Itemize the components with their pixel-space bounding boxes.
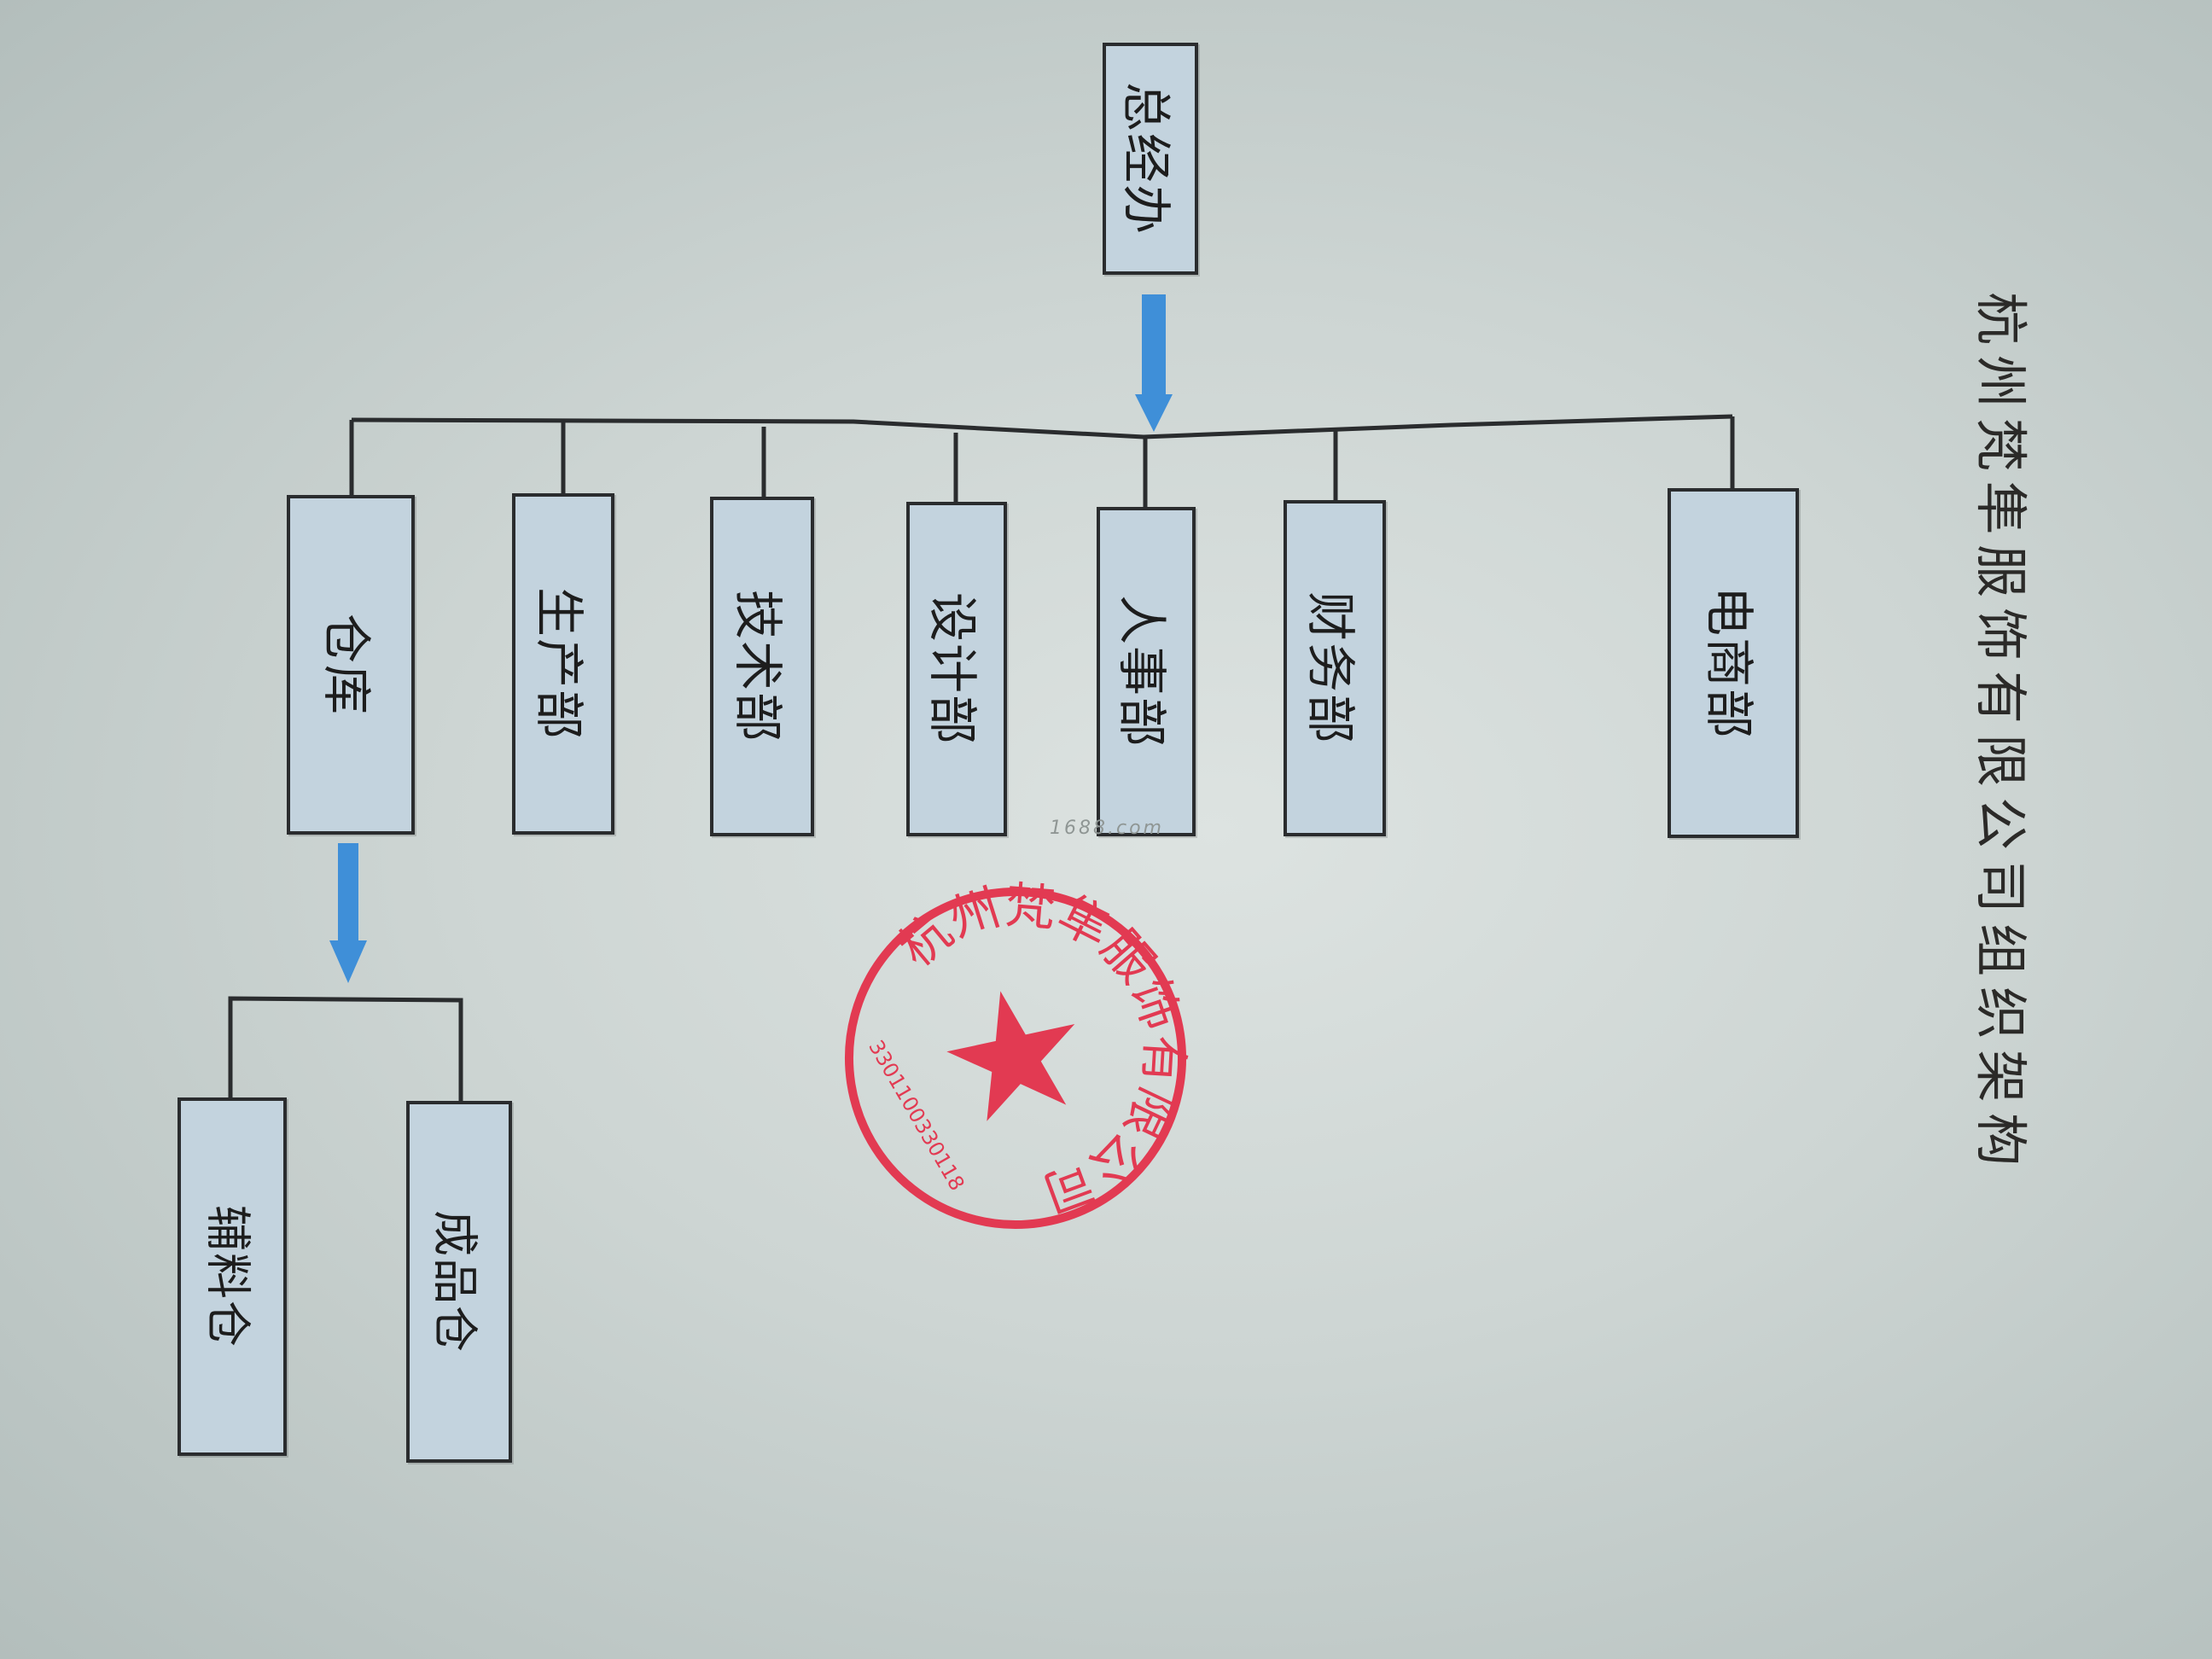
node-label: 技术部 bbox=[729, 589, 787, 744]
arrow-top-shaft bbox=[1142, 294, 1166, 397]
node-general-office: 总经办 bbox=[1103, 43, 1198, 275]
node-finance: 财务部 bbox=[1284, 500, 1386, 836]
watermark-text: 1688.com bbox=[1050, 818, 1164, 839]
company-seal: 杭州梵隼服饰有限公司 3301100330118 bbox=[845, 862, 1212, 1231]
node-design: 设计部 bbox=[906, 502, 1007, 836]
node-auxiliary-warehouse: 辅料仓 bbox=[178, 1097, 287, 1456]
node-production: 生产部 bbox=[512, 493, 614, 835]
node-label: 电商部 bbox=[1700, 585, 1758, 741]
node-label: 财务部 bbox=[1301, 591, 1359, 746]
node-ecommerce: 电商部 bbox=[1668, 488, 1799, 838]
node-technical: 技术部 bbox=[710, 497, 814, 836]
arrow-warehouse-shaft bbox=[338, 843, 358, 944]
seal-star-icon bbox=[946, 991, 1075, 1121]
node-label: 人事部 bbox=[1113, 594, 1171, 749]
arrow-top-head bbox=[1135, 394, 1173, 432]
warehouse-sub-bus bbox=[228, 996, 463, 1103]
seal-number-text: 3301100330118 bbox=[864, 1036, 969, 1195]
node-finished-warehouse: 成品仓 bbox=[406, 1101, 512, 1463]
node-warehouse: 仓库 bbox=[287, 495, 415, 835]
arrow-warehouse-head bbox=[329, 940, 367, 983]
main-bus-line bbox=[351, 414, 1733, 439]
node-label: 辅料仓 bbox=[201, 1205, 255, 1348]
node-label: 成品仓 bbox=[428, 1210, 482, 1353]
node-label: 总经办 bbox=[1117, 81, 1175, 236]
node-label: 生产部 bbox=[530, 586, 588, 742]
chart-title: 杭州梵隼服饰有限公司组织架构 bbox=[1970, 291, 2032, 1177]
node-label: 仓库 bbox=[317, 613, 375, 717]
seal-ring bbox=[845, 888, 1186, 1229]
node-label: 设计部 bbox=[923, 591, 981, 747]
node-hr: 人事部 bbox=[1097, 507, 1196, 836]
